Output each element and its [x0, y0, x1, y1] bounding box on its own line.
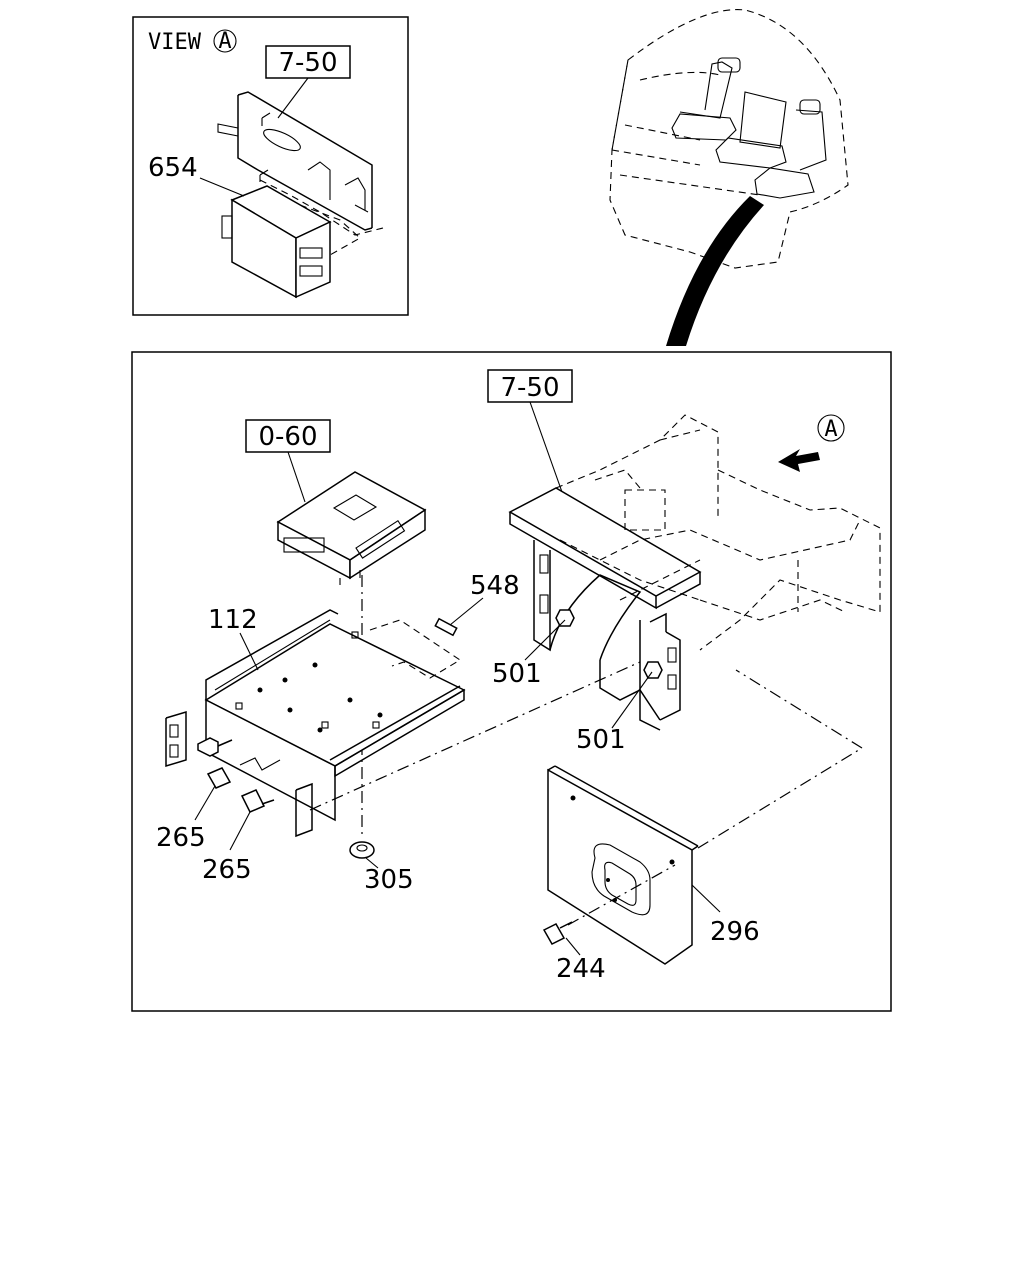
inset-ref-label[interactable]: 7-50: [278, 48, 337, 78]
ecu-ref-label[interactable]: 0-60: [258, 422, 317, 452]
label-265-a: 265: [156, 823, 206, 853]
main-assembly-panel: A 7-50 0-60: [131, 351, 892, 1012]
cover-panel-296[interactable]: [547, 765, 699, 965]
label-265-b: 265: [202, 855, 252, 885]
label-501-a: 501: [492, 659, 542, 689]
label-501-b: 501: [576, 725, 626, 755]
clip-548[interactable]: [434, 617, 458, 637]
relay-module-654[interactable]: [221, 185, 332, 299]
direction-arrow-icon: [778, 449, 820, 472]
label-112: 112: [208, 605, 258, 635]
cab-overview-illustration: [609, 9, 849, 346]
nut-501-b[interactable]: [643, 661, 663, 679]
inset-bracket: [217, 91, 373, 231]
direction-marker-circle: [817, 414, 845, 442]
bolt-265-b[interactable]: [240, 789, 275, 813]
main-ref-label[interactable]: 7-50: [500, 373, 559, 403]
ecu-module[interactable]: [276, 471, 427, 585]
bolt-265-a[interactable]: [197, 737, 233, 789]
nut-305[interactable]: [349, 841, 375, 859]
view-marker-circle: [213, 29, 237, 53]
view-a-inset-panel: VIEW A 7-50: [132, 16, 409, 316]
label-654: 654: [148, 153, 198, 183]
label-305: 305: [364, 865, 414, 895]
label-296: 296: [710, 917, 760, 947]
label-548: 548: [470, 571, 520, 601]
bolt-244[interactable]: [542, 921, 573, 945]
direction-marker-letter: A: [824, 417, 837, 442]
seat-riser-structure: [508, 414, 881, 731]
label-244: 244: [556, 954, 606, 984]
nut-501-a[interactable]: [555, 609, 575, 627]
mounting-tray-112[interactable]: [165, 609, 466, 838]
view-marker-letter: A: [218, 29, 231, 54]
view-title: VIEW: [148, 30, 202, 55]
